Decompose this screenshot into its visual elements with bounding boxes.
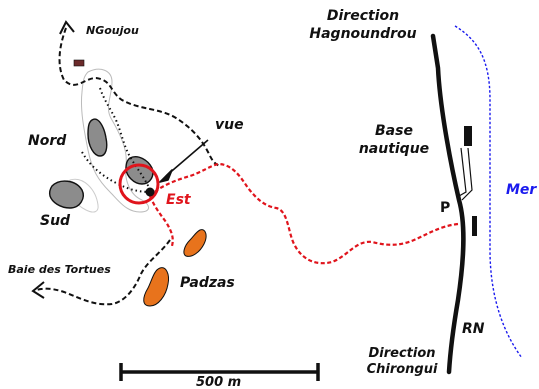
sea-boundary-line <box>454 25 523 359</box>
building-icon <box>464 126 472 146</box>
label-rn: RN <box>462 321 485 337</box>
label-p: P <box>440 200 451 216</box>
viewpoint-circle-icon <box>118 163 160 205</box>
trail-red-est <box>148 162 459 265</box>
hut-icon <box>73 59 85 67</box>
road-rn <box>430 33 466 375</box>
trail-black-north <box>58 27 221 167</box>
rock-sud <box>48 180 84 209</box>
label-sud: Sud <box>40 213 71 229</box>
label-direction-bottom-line1: Direction <box>368 346 436 361</box>
label-mer: Mer <box>506 182 537 198</box>
direction-arrow-icon <box>59 20 75 35</box>
rock-est <box>125 156 154 185</box>
padzas-patch-1 <box>183 229 207 257</box>
massif-outline <box>81 68 149 213</box>
trail-black-south <box>35 239 171 306</box>
label-base-nautique: Base nautique <box>352 123 436 158</box>
building-icon <box>472 216 477 236</box>
label-scale: 500 m <box>196 375 242 389</box>
label-base-line2: nautique <box>358 140 430 157</box>
viewpoint-dot-icon <box>145 187 155 197</box>
label-est: Est <box>166 192 191 208</box>
direction-arrow-icon <box>159 169 173 183</box>
rock-nord <box>87 118 108 157</box>
access-road-2 <box>461 147 473 201</box>
label-baie-des-tortues: Baie des Tortues <box>8 263 111 276</box>
label-direction-top-line2: Hagnoundrou <box>309 25 417 42</box>
trail-dotted-sud <box>81 151 151 193</box>
direction-arrow-icon <box>31 281 45 299</box>
label-direction-bottom-line2: Chirongui <box>366 362 438 378</box>
label-nord: Nord <box>28 133 67 149</box>
vue-pointer-line <box>165 139 209 177</box>
label-vue: vue <box>215 117 244 133</box>
label-padzas: Padzas <box>180 275 235 291</box>
label-direction-top-line1: Direction <box>326 8 400 24</box>
label-direction-chirongui: Direction Chirongui <box>360 346 444 379</box>
access-road <box>458 147 467 197</box>
padzas-patch-2 <box>143 267 169 307</box>
label-base-line1: Base <box>375 123 413 139</box>
label-direction-hagnoundrou: Direction Hagnoundrou <box>308 8 418 43</box>
label-ngoujou: NGoujou <box>86 24 139 37</box>
